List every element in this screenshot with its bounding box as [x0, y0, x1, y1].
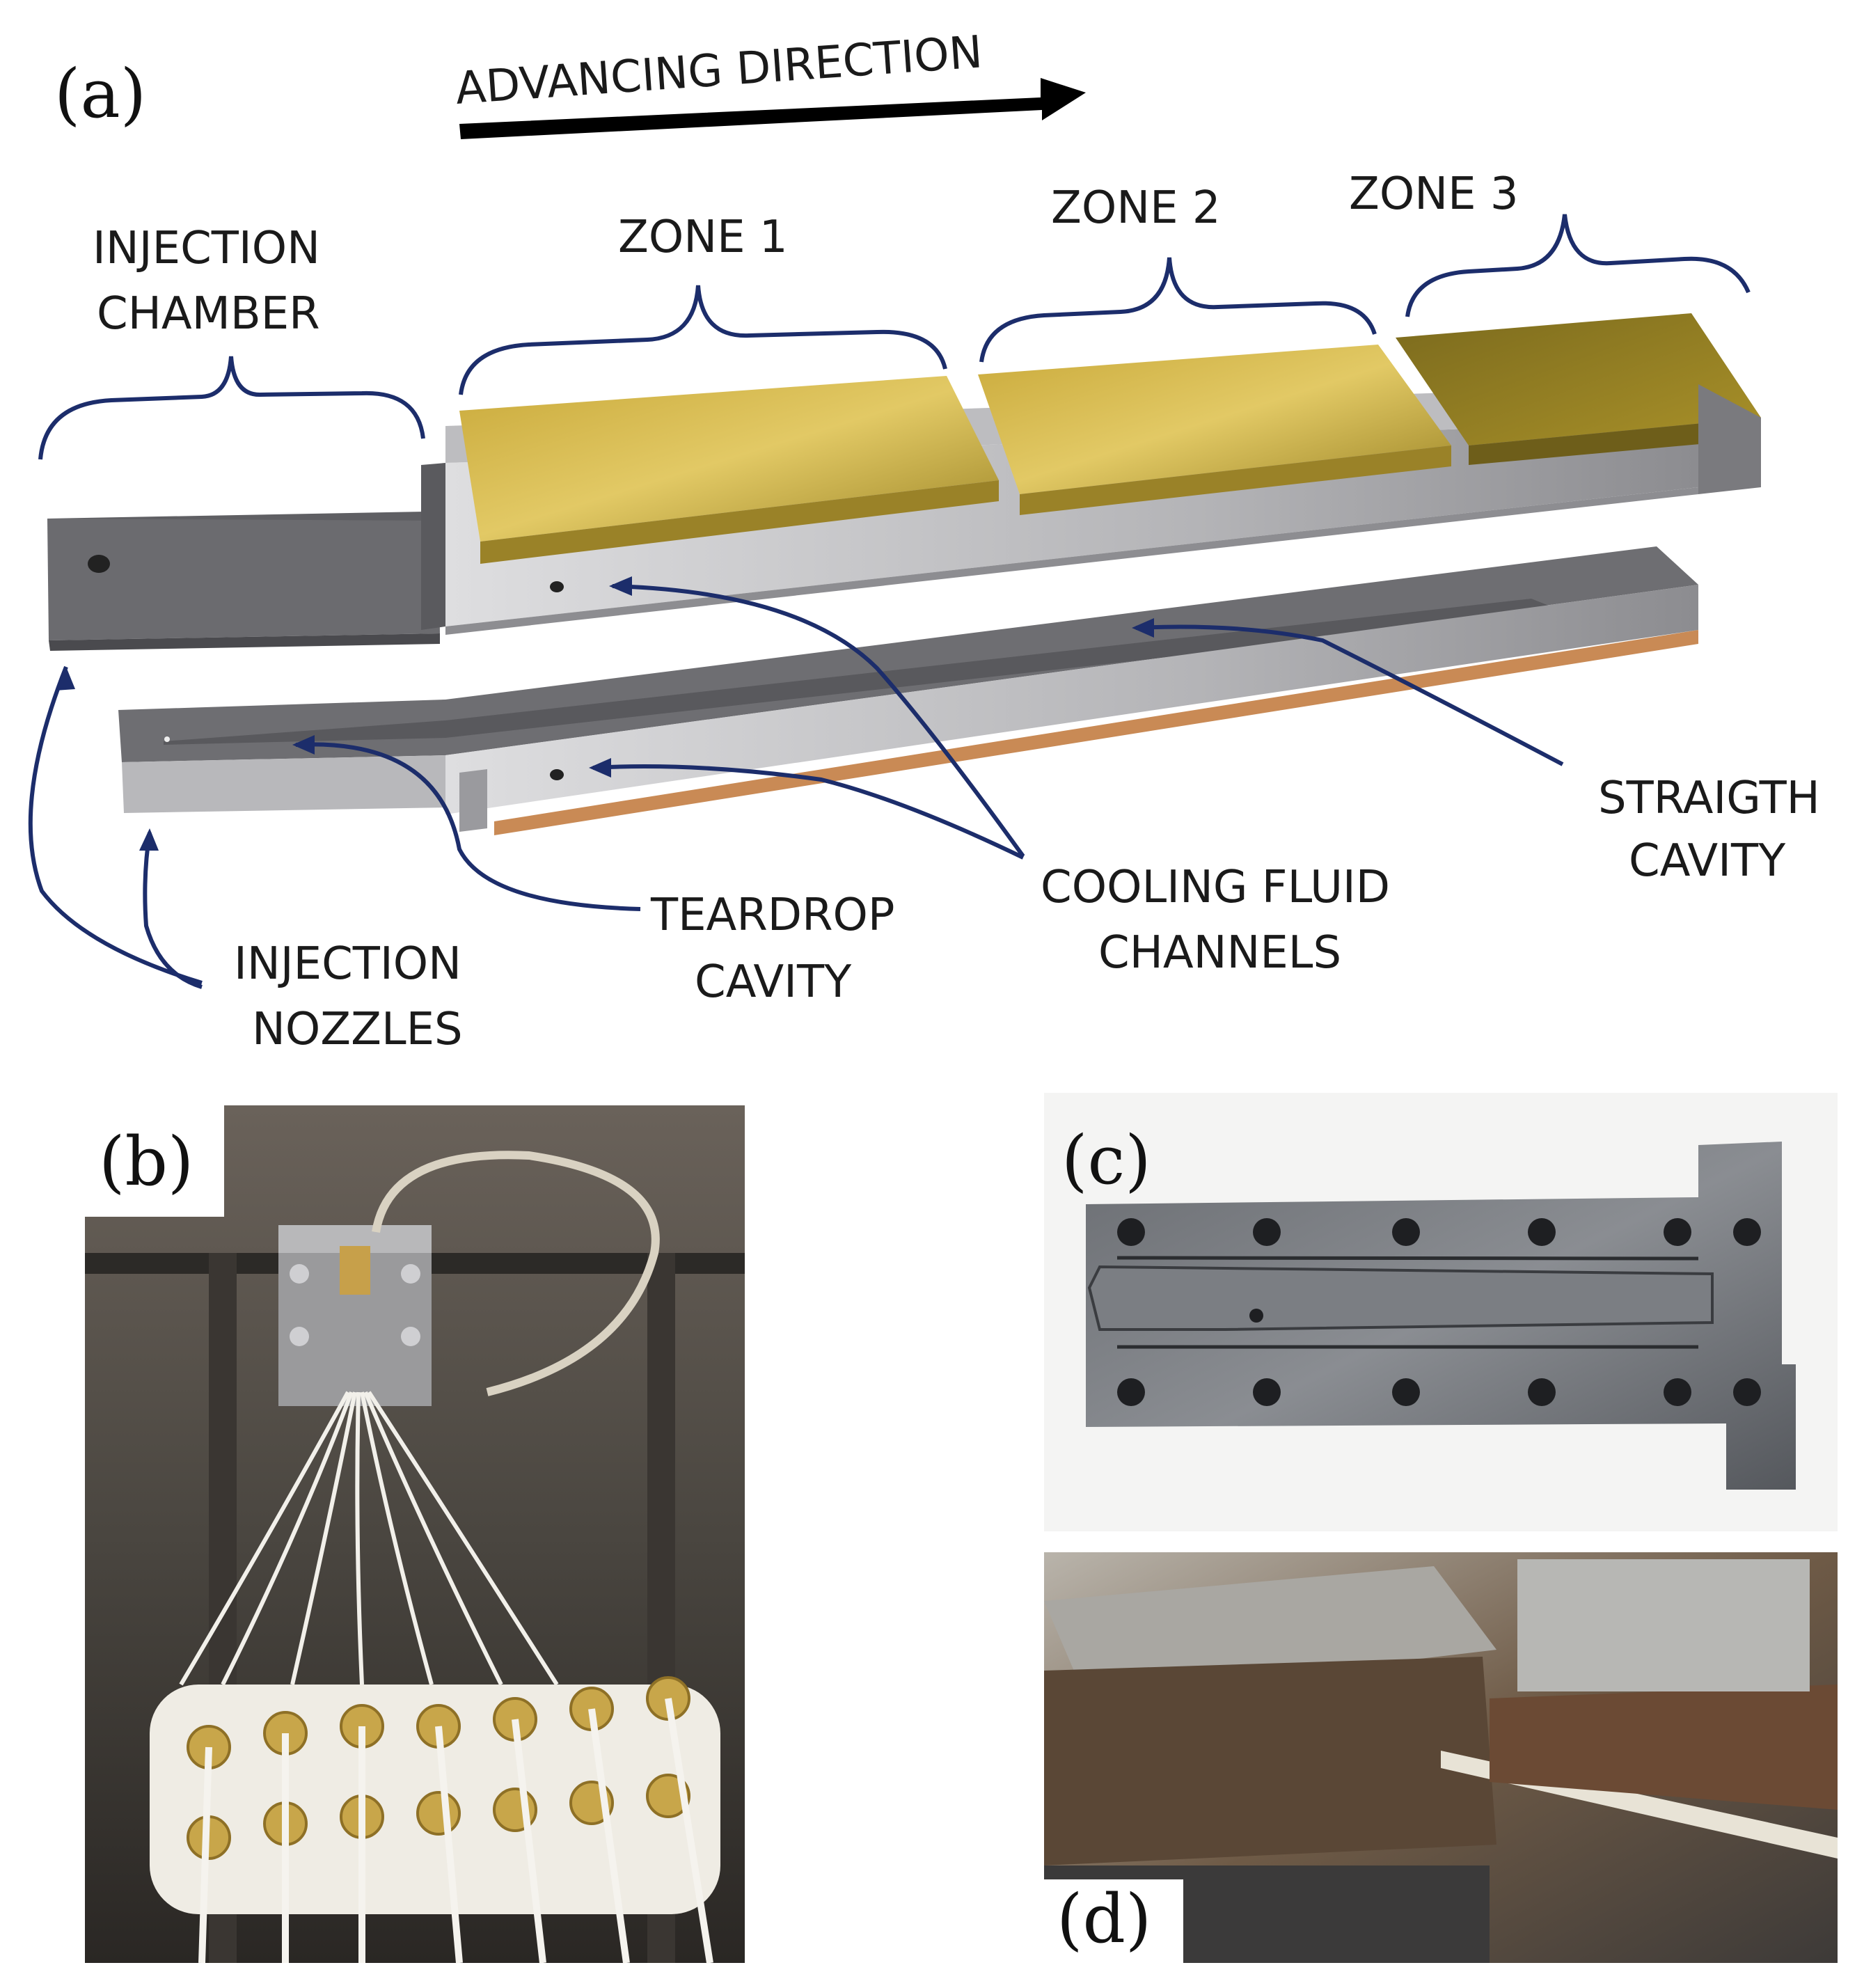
panel-b-photo: (b) [85, 1105, 745, 1964]
brass-fitting [340, 1246, 370, 1295]
cooling-fluid-label-2: CHANNELS [1098, 927, 1341, 979]
teardrop-tip-dot [164, 736, 170, 742]
lower-step-block [459, 769, 487, 832]
direction-arrow-icon [459, 78, 1086, 139]
zone-braces [38, 214, 1751, 460]
zone-3-label: ZONE 3 [1349, 168, 1519, 220]
fibers-through-guide [198, 1698, 713, 1964]
zone-1-label: ZONE 1 [618, 212, 788, 263]
straight-cavity-arrow [1135, 624, 1564, 766]
brace-injection-chamber [38, 356, 425, 460]
cooling-fluid-label-1: COOLING FLUID [1041, 862, 1390, 913]
upper-mold-half [47, 313, 1761, 651]
nozzle-arrow-1 [28, 665, 203, 985]
straight-cavity-arrowhead-icon [1132, 618, 1154, 638]
advancing-direction-arrow: ADVANCING DIRECTION [454, 26, 984, 115]
panel-d-label: (d) [1057, 1880, 1151, 1958]
nozzle-arrow-2 [143, 832, 203, 989]
callout-arrowheads [56, 576, 1154, 851]
gold-plate-zone-3-top [1396, 313, 1761, 445]
cooling-arrow-lower [592, 764, 1025, 860]
panel-b-label: (b) [99, 1123, 193, 1201]
injection-nozzles-label-2: NOZZLES [252, 1004, 463, 1055]
zone-2-label: ZONE 2 [1051, 182, 1221, 234]
teardrop-cavity-label-1: TEARDROP [650, 890, 895, 941]
fiber-bundle [179, 1391, 559, 1686]
panel-b-label-box [85, 1105, 224, 1217]
lower-injection-front [122, 755, 445, 813]
nozzle-arrowhead-1-icon [56, 667, 75, 691]
injection-chamber-label-2: CHAMBER [97, 288, 320, 340]
injection-nozzles-label-1: INJECTION [234, 938, 461, 990]
nozzle-arrowhead-2-icon [139, 828, 159, 851]
gold-plate-zone-2-top [978, 345, 1451, 494]
teardrop-cavity-label-2: CAVITY [695, 956, 852, 1008]
copper-heater-strip [494, 630, 1698, 835]
panel-d-label-box [1044, 1879, 1183, 1963]
straight-cavity-label-1: STRAIGTH [1598, 773, 1820, 824]
cooling-arrow-upper [612, 584, 1025, 858]
panel-a: (a) ADVANCING DIRECTION INJECTION CHAMBE… [28, 26, 1820, 1055]
callout-arrows [28, 584, 1564, 989]
brace-zone-3 [1405, 214, 1751, 317]
mold-top-plate [1044, 1566, 1496, 1698]
advancing-direction-label: ADVANCING DIRECTION [454, 26, 984, 115]
cooling-arrowhead-lower-icon [589, 758, 611, 778]
cooling-arrowhead-upper-icon [609, 576, 632, 596]
upper-cooling-channel-hole [550, 581, 564, 592]
lower-main-front [445, 585, 1698, 814]
panel-a-label: (a) [54, 55, 146, 133]
frame-beam [1490, 1685, 1838, 1810]
electrical-panel [1517, 1559, 1810, 1691]
teardrop-cavity-recess [1087, 1265, 1714, 1331]
lower-mold-half [118, 546, 1698, 835]
lower-cavity-groove [164, 599, 1566, 745]
gold-plate-zone-1-top [459, 376, 999, 542]
teardrop-arrowhead-icon [292, 735, 315, 755]
panel-c-photo: (c) [1044, 1093, 1838, 1531]
bolt-holes [1117, 1218, 1761, 1406]
lower-cooling-channel-hole [550, 769, 564, 780]
upper-nozzle-hole [88, 555, 110, 573]
teardrop-arrow [295, 742, 641, 911]
brace-zone-2 [979, 257, 1377, 363]
upper-injection-block-front [47, 519, 440, 640]
panel-d-photo: (d) [1044, 1552, 1838, 1963]
lower-mold-top-face [118, 546, 1698, 762]
mold-body [1044, 1657, 1496, 1865]
straight-cavity-label-2: CAVITY [1629, 835, 1786, 887]
panel-c-label: (c) [1061, 1121, 1151, 1199]
injection-chamber-label-1: INJECTION [93, 223, 320, 274]
brace-zone-1 [459, 285, 947, 395]
cooling-tube [372, 1151, 660, 1396]
